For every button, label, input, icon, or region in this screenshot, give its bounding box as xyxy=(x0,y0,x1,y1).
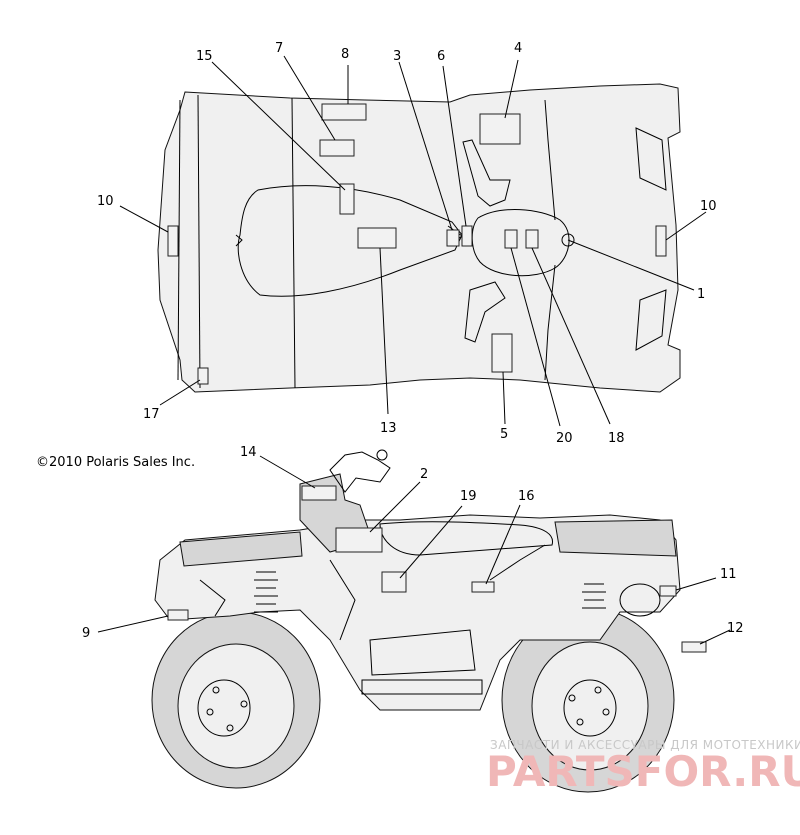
watermark-tagline: ЗАПЧАСТИ И АКСЕССУАРЫ ДЛЯ МОТОТЕХНИКИ xyxy=(490,738,800,752)
decal-2 xyxy=(335,527,383,553)
decal-13 xyxy=(357,227,397,249)
callout-18: 18 xyxy=(608,431,625,446)
decal-19 xyxy=(381,571,407,593)
watermark-logo: PARTSFOR.RU xyxy=(486,747,800,796)
side-view xyxy=(97,449,731,793)
decal-18 xyxy=(525,229,539,249)
top-view-body-outline xyxy=(157,83,681,393)
callout-7: 7 xyxy=(275,41,283,56)
decal-17 xyxy=(197,367,209,385)
decal-7 xyxy=(319,139,355,157)
decal-10-front xyxy=(655,225,667,257)
decal-6 xyxy=(461,225,473,247)
callout-17: 17 xyxy=(143,407,160,422)
callout-9: 9 xyxy=(82,626,90,641)
callout-1: 1 xyxy=(697,287,705,302)
callout-20: 20 xyxy=(556,431,573,446)
callout-4: 4 xyxy=(514,41,522,56)
decal-20 xyxy=(504,229,518,249)
decal-14 xyxy=(301,485,337,501)
callout-13: 13 xyxy=(380,421,397,436)
callout-10-front: 10 xyxy=(700,199,717,214)
callout-10-rear: 10 xyxy=(97,194,114,209)
side-seat xyxy=(379,521,554,556)
decal-15 xyxy=(339,183,355,215)
decal-16 xyxy=(471,581,495,593)
callout-3: 3 xyxy=(393,49,401,64)
decal-12 xyxy=(681,641,707,653)
rear-spring xyxy=(254,571,278,613)
top-view xyxy=(119,55,707,427)
decal-9 xyxy=(167,609,189,621)
callout-8: 8 xyxy=(341,47,349,62)
callout-6: 6 xyxy=(437,49,445,64)
front-spring xyxy=(582,583,606,609)
handlebar-side xyxy=(329,451,391,493)
front-wheel xyxy=(501,607,675,793)
callout-16: 16 xyxy=(518,489,535,504)
decal-11 xyxy=(659,585,677,597)
decal-5 xyxy=(491,333,513,373)
decal-10-rear xyxy=(167,225,179,257)
ignition-knob xyxy=(561,233,575,247)
callout-12: 12 xyxy=(727,621,744,636)
callout-19: 19 xyxy=(460,489,477,504)
callout-2: 2 xyxy=(420,467,428,482)
callout-15: 15 xyxy=(196,49,213,64)
handlebar-top xyxy=(462,139,511,207)
callout-5: 5 xyxy=(500,427,508,442)
callout-11: 11 xyxy=(720,567,737,582)
decal-4 xyxy=(479,113,521,145)
decal-3 xyxy=(446,229,460,247)
callout-14: 14 xyxy=(240,445,257,460)
copyright-text: ©2010 Polaris Sales Inc. xyxy=(36,455,195,470)
rear-wheel xyxy=(151,611,321,789)
decal-8 xyxy=(321,103,367,121)
